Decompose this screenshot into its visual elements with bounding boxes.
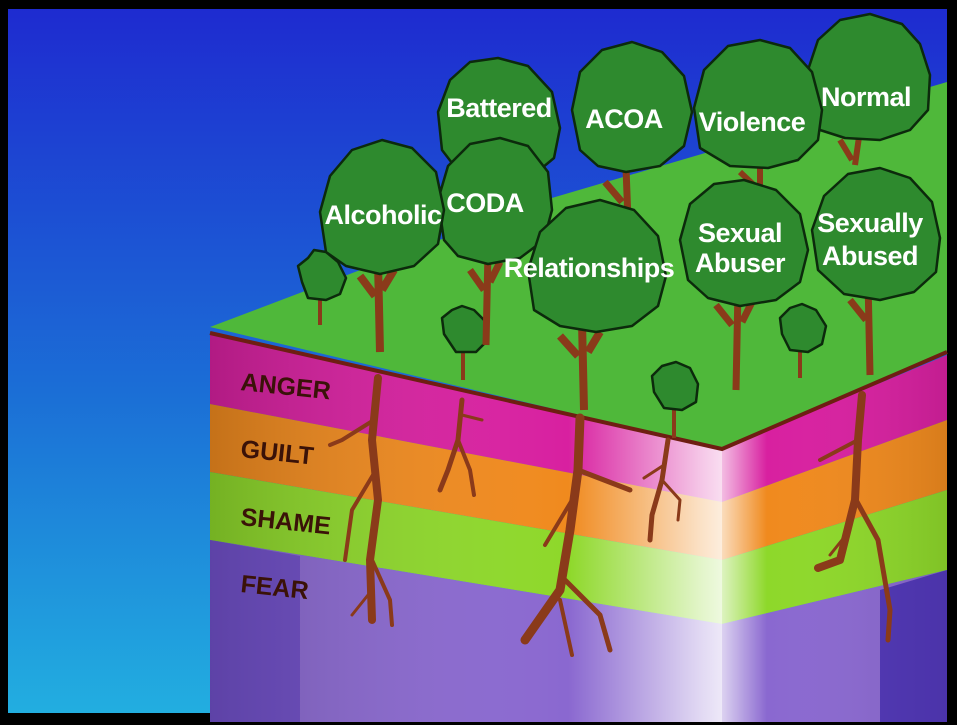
tree-small-2 [440, 304, 490, 380]
tree-label-sexual-abuser-2: Abuser [695, 248, 786, 278]
tree-label-battered: Battered [446, 93, 552, 123]
tree-labels: Normal Violence ACOA Battered CODA Alcoh… [324, 82, 923, 283]
tree-label-sexually-abused-2: Abused [822, 241, 918, 271]
tree-label-coda: CODA [446, 188, 524, 218]
tree-coda [436, 136, 554, 346]
tree-sexual-abuser [678, 178, 810, 391]
ground-edge [209, 331, 948, 452]
tree-label-alcoholic: Alcoholic [324, 200, 441, 230]
roots [328, 374, 893, 657]
tree-sexually-abused [810, 166, 942, 376]
tree-small-1 [296, 248, 348, 325]
tree-normal [806, 12, 932, 166]
tree-label-sexual-abuser-1: Sexual [698, 218, 782, 248]
tree-relationships [526, 198, 668, 411]
tree-label-relationships: Relationships [504, 253, 675, 283]
tree-acoa [570, 40, 694, 221]
tree-label-normal: Normal [821, 82, 911, 112]
tree-alcoholic [318, 138, 446, 353]
tree-label-sexually-abused-1: Sexually [817, 208, 923, 238]
tree-small-3 [650, 360, 700, 438]
tree-small-4 [778, 302, 828, 378]
trees [296, 12, 942, 438]
tree-label-violence: Violence [699, 107, 806, 137]
tree-label-acoa: ACOA [585, 104, 663, 134]
